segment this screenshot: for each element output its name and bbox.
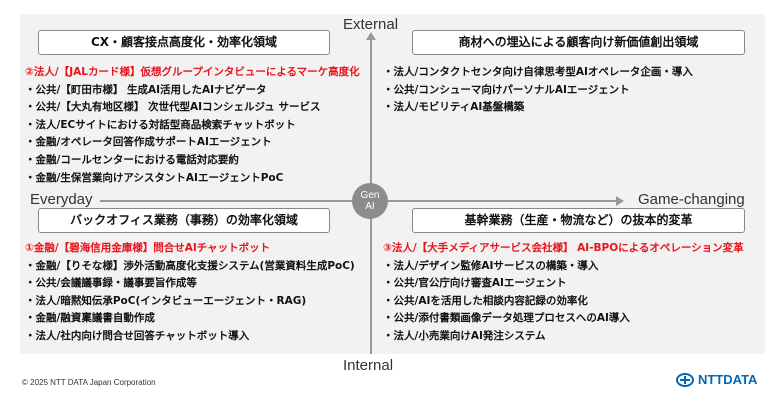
list-item: ・金融/生保営業向けアシスタントAIエージェントPoC (25, 171, 284, 184)
highlight-case: ③法人/【大手メディアサービス会社様】 AI-BPOによるオペレーション変革 (383, 242, 744, 254)
list-item: ・金融/融資稟議書自動作成 (25, 312, 155, 325)
list-item: ・法人/モビリティAI基盤構築 (383, 101, 525, 114)
arrow-up-icon (366, 32, 376, 40)
list-item: ・公共/【町田市様】 生成AI活用したAIナビゲータ (25, 83, 267, 96)
list-item: ・金融/コールセンターにおける電話対応要約 (25, 153, 239, 166)
quadrant-title-top-left: CX・顧客接点高度化・効率化領域 (38, 30, 330, 55)
list-item: ・法人/デザイン監修AIサービスの構築・導入 (383, 259, 599, 272)
list-item: ・公共/会議議事録・議事要旨作成等 (25, 277, 197, 290)
matrix-panel (20, 14, 765, 354)
axis-label-external: External (343, 16, 399, 33)
list-item: ・公共/【大丸有地区様】 次世代型AIコンシェルジュ サービス (25, 101, 321, 114)
quadrant-title-bottom-right: 基幹業務（生産・物流など）の抜本的変革 (412, 208, 745, 233)
highlight-case: ①金融/【碧海信用金庫様】問合せAIチャットボット (25, 242, 271, 254)
list-item: ・金融/【りそな様】渉外活動高度化支援システム(営業資料生成PoC) (25, 259, 355, 272)
arrow-right-icon (616, 196, 624, 206)
list-item: ・法人/小売業向けAI発注システム (383, 329, 546, 342)
list-item: ・公共/AIを活用した相談内容記録の効率化 (383, 294, 588, 307)
list-item: ・法人/社内向け問合せ回答チャットボット導入 (25, 329, 250, 342)
list-bottom-right: ③法人/【大手メディアサービス会社様】 AI-BPOによるオペレーション変革 ・… (383, 240, 744, 346)
list-item: ・法人/暗黙知伝承PoC(インタビューエージェント・RAG) (25, 294, 307, 307)
list-item: ・法人/ECサイトにおける対話型商品検索チャットボット (25, 118, 296, 131)
list-item: ・公共/添付書類画像データ処理プロセスへのAI導入 (383, 312, 630, 325)
quadrant-title-top-right: 商材への埋込による顧客向け新価値創出領域 (412, 30, 745, 55)
list-item: ・金融/オペレータ回答作成サポートAIエージェント (25, 136, 272, 149)
quadrant-title-bottom-left: バックオフィス業務（事務）の効率化領域 (38, 208, 330, 233)
ntt-logo-icon (676, 372, 694, 387)
axis-label-everyday: Everyday (30, 191, 93, 208)
list-top-left: ②法人/【JALカード様】仮想グループインタビューによるマーケ高度化 ・公共/【… (25, 64, 360, 187)
list-item: ・公共/官公庁向け審査AIエージェント (383, 277, 567, 290)
highlight-case: ②法人/【JALカード様】仮想グループインタビューによるマーケ高度化 (25, 66, 360, 78)
ntt-data-logo: NTTDATA (676, 372, 757, 387)
list-bottom-left: ①金融/【碧海信用金庫様】問合せAIチャットボット ・金融/【りそな様】渉外活動… (25, 240, 355, 346)
list-item: ・公共/コンシューマ向けパーソナルAIエージェント (383, 83, 630, 96)
gen-ai-line2: AI (365, 201, 375, 212)
list-item: ・法人/コンタクトセンタ向け自律思考型AIオペレータ企画・導入 (383, 66, 693, 78)
copyright: © 2025 NTT DATA Japan Corporation (22, 378, 156, 387)
list-top-right: ・法人/コンタクトセンタ向け自律思考型AIオペレータ企画・導入 ・公共/コンシュ… (383, 64, 693, 117)
axis-label-internal: Internal (343, 357, 394, 374)
axis-label-game-changing: Game-changing (638, 191, 745, 208)
logo-text: NTTDATA (698, 372, 758, 387)
gen-ai-line1: Gen (360, 190, 380, 201)
